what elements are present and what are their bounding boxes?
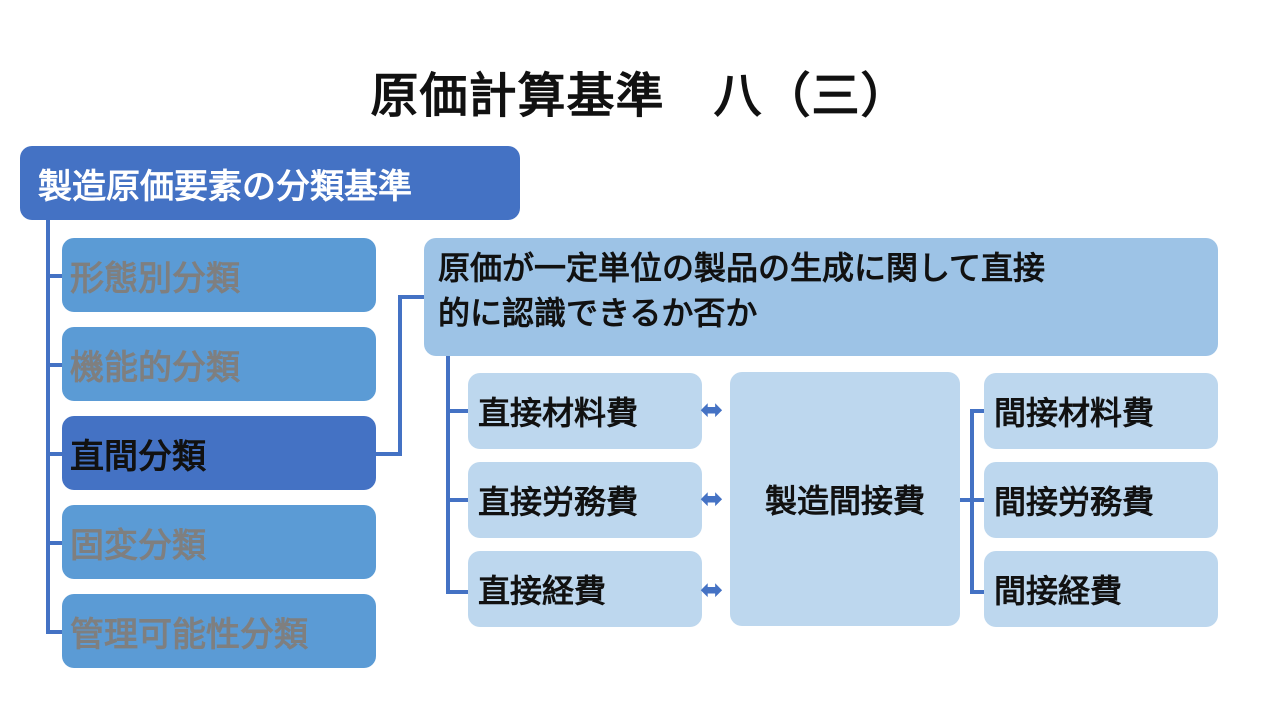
category-label: 管理可能性分類: [70, 614, 308, 655]
category-label: 固変分類: [70, 525, 206, 566]
indirect-branch-line: [970, 498, 984, 502]
tree-branch-line: [46, 452, 62, 456]
indirect-cost-label: 間接経費: [994, 572, 1123, 610]
tree-trunk-line: [46, 218, 50, 634]
direct-cost-label: 直接材料費: [478, 394, 639, 432]
indirect-expense: 間接経費: [984, 551, 1218, 627]
category-direct-indirect: 直間分類: [62, 416, 376, 490]
indirect-cost-label: 間接労務費: [994, 483, 1155, 521]
tree-branch-line: [46, 541, 62, 545]
classification-header-label: 製造原価要素の分類基準: [38, 166, 412, 207]
description-box: 原価が一定単位の製品の生成に関して直接 的に認識できるか否か: [424, 238, 1218, 356]
double-arrow-icon: ⬌: [700, 393, 724, 426]
indirect-branch-line: [970, 590, 984, 594]
page-title: 原価計算基準 八（三）: [370, 68, 910, 124]
category-form: 形態別分類: [62, 238, 376, 312]
tree-branch-line: [46, 274, 62, 278]
direct-branch-line: [446, 590, 468, 594]
indirect-labor-cost: 間接労務費: [984, 462, 1218, 538]
category-label: 直間分類: [70, 436, 206, 477]
tree-branch-line: [46, 363, 62, 367]
category-controllability: 管理可能性分類: [62, 594, 376, 668]
direct-cost-label: 直接労務費: [478, 483, 639, 521]
direct-labor-cost: 直接労務費: [468, 462, 702, 538]
category-fixed-variable: 固変分類: [62, 505, 376, 579]
double-arrow-icon: ⬌: [700, 482, 724, 515]
description-line: 原価が一定単位の製品の生成に関して直接: [438, 249, 1046, 287]
indirect-branch-line: [970, 409, 984, 413]
category-function: 機能的分類: [62, 327, 376, 401]
double-arrow-icon: ⬌: [700, 573, 724, 606]
direct-expense: 直接経費: [468, 551, 702, 627]
description-line: 的に認識できるか否か: [438, 293, 758, 332]
category-label: 機能的分類: [70, 347, 240, 388]
indirect-material-cost: 間接材料費: [984, 373, 1218, 449]
overhead-label: 製造間接費: [764, 482, 925, 520]
direct-branch-line: [446, 498, 468, 502]
link-line: [376, 452, 400, 456]
direct-branch-line: [446, 409, 468, 413]
manufacturing-overhead: 製造間接費: [730, 372, 960, 626]
indirect-link-line: [960, 498, 972, 502]
indirect-cost-label: 間接材料費: [994, 394, 1155, 432]
link-line: [398, 295, 402, 456]
link-line: [398, 295, 424, 299]
direct-material-cost: 直接材料費: [468, 373, 702, 449]
direct-trunk-line: [446, 354, 450, 594]
classification-header: 製造原価要素の分類基準: [20, 146, 520, 220]
tree-branch-line: [46, 630, 62, 634]
category-label: 形態別分類: [70, 258, 240, 299]
direct-cost-label: 直接経費: [478, 572, 607, 610]
